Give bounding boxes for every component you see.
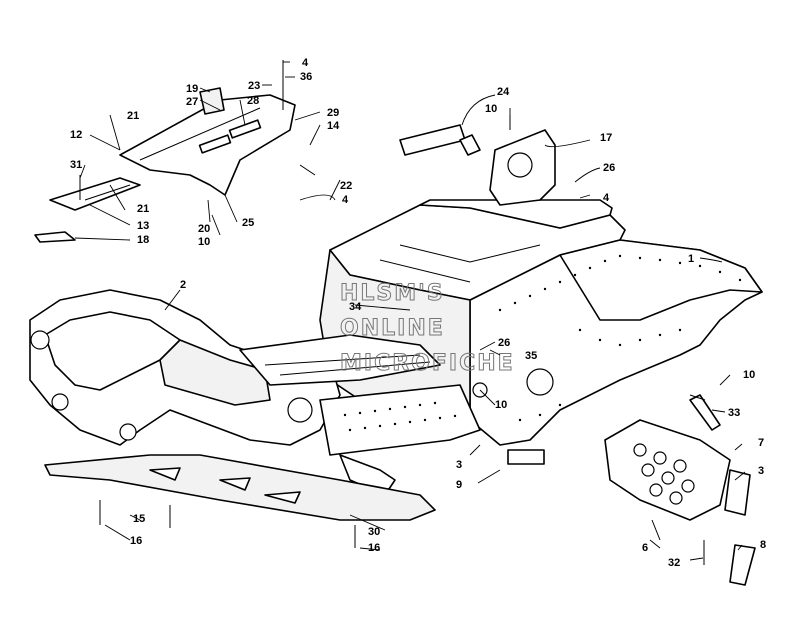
callout-10: 10 [198,236,210,248]
callout-35: 35 [525,350,537,362]
callout-10: 10 [743,369,755,381]
watermark: HLSM'S ONLINE MICROFICHE [340,281,515,377]
rear-hitch-assembly [604,394,756,586]
callout-10: 10 [485,103,497,115]
leader-lines [74,61,746,561]
callout-9: 9 [456,479,462,491]
callout-17: 17 [600,132,612,144]
callout-19: 19 [186,83,198,95]
callout-16: 16 [130,535,142,547]
callout-22: 22 [340,180,352,192]
watermark-line-1: HLSM'S [340,281,445,306]
callout-21: 21 [127,110,139,122]
callout-18: 18 [137,234,149,246]
chassis-rivets [498,254,742,422]
front-frame-arms [29,289,481,496]
callout-3: 3 [758,465,764,477]
callout-32: 32 [668,557,680,569]
callout-14: 14 [327,120,340,132]
callout-16: 16 [368,542,380,554]
footrest-holes [343,401,457,432]
callout-21: 21 [137,203,149,215]
belly-pan [44,454,436,521]
callout-34: 34 [349,301,362,313]
callout-4: 4 [342,194,349,206]
callout-26: 26 [603,162,615,174]
callout-27: 27 [186,96,198,108]
callout-8: 8 [760,539,766,551]
callout-20: 20 [198,223,210,235]
callout-26: 26 [498,337,510,349]
callout-30: 30 [368,526,380,538]
watermark-line-3: MICROFICHE [340,351,515,376]
callout-6: 6 [642,542,648,554]
callout-3: 3 [456,459,462,471]
callout-13: 13 [137,220,149,232]
callout-36: 36 [300,71,312,83]
callout-23: 23 [248,80,260,92]
callout-15: 15 [133,513,145,525]
callout-25: 25 [242,217,254,229]
callout-2: 2 [180,279,186,291]
upper-cover-assembly [34,87,296,243]
callout-28: 28 [247,95,259,107]
callout-12: 12 [70,129,82,141]
callout-4: 4 [302,57,309,69]
callout-24: 24 [497,86,510,98]
callout-1: 1 [688,253,694,265]
callout-29: 29 [327,107,339,119]
chassis-frame [319,199,763,446]
callout-31: 31 [70,159,82,171]
callout-labels: 1 2 3 3 4 4 4 6 7 8 9 10 10 10 10 12 13 … [70,57,766,569]
callout-10: 10 [495,399,507,411]
steering-support [399,124,556,206]
callout-7: 7 [758,437,764,449]
watermark-line-2: ONLINE [340,316,445,341]
callout-4: 4 [603,192,610,204]
callout-33: 33 [728,407,740,419]
